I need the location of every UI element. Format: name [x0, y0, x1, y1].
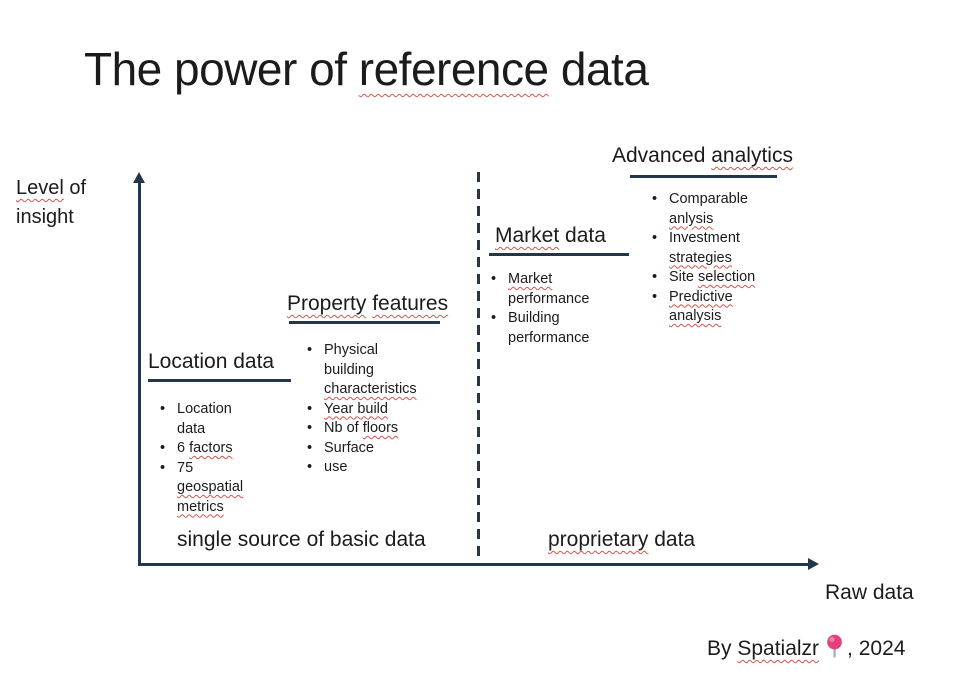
- round-pushpin-icon: [827, 634, 842, 658]
- list-item: Predictive analysis: [650, 288, 764, 327]
- list-item: 6 factors: [158, 439, 250, 459]
- bullet-list: Physical building characteristics Year b…: [305, 341, 428, 478]
- bullet-list: Location data 6 factors 75 geospatial me…: [158, 400, 250, 517]
- footer-year-text: , 2024: [847, 637, 906, 660]
- group-advanced-analytics: Advanced analytics Comparable anlysis In…: [612, 144, 827, 327]
- group-heading: Advanced analytics: [612, 144, 793, 167]
- heading-underline: [148, 379, 291, 382]
- list-item: Investment strategies: [650, 229, 764, 268]
- list-item: Physical building characteristics: [305, 341, 428, 400]
- group-market-data: Market data Market performance Building …: [487, 224, 647, 348]
- footer-credit: By Spatialzr , 2024: [707, 634, 905, 661]
- group-heading: Market data: [495, 224, 606, 247]
- y-axis-arrow: [133, 172, 145, 565]
- x-axis-title: Raw data: [825, 581, 914, 604]
- group-heading: Property features: [287, 292, 449, 315]
- right-zone-label: proprietary data: [548, 528, 696, 551]
- group-location-data: Location data Location data 6 factors 75…: [148, 350, 308, 517]
- list-item: 75 geospatial metrics: [158, 459, 250, 518]
- heading-underline: [289, 321, 440, 324]
- list-item: Market performance: [489, 270, 594, 309]
- dashed-divider-line: [477, 172, 480, 560]
- footer-by-text: By Spatialzr: [707, 637, 820, 660]
- bullet-list: Market performance Building performance: [489, 270, 594, 348]
- list-item: Surface: [305, 439, 428, 459]
- y-axis-label: Level of insight: [16, 177, 87, 228]
- list-item: Comparable anlysis: [650, 190, 764, 229]
- list-item: Location data: [158, 400, 250, 439]
- list-item: Site selection: [650, 268, 764, 288]
- group-property-features: Property features Physical building char…: [287, 292, 477, 478]
- list-item: use: [305, 458, 428, 478]
- group-heading: Location data: [148, 350, 275, 373]
- x-axis-arrow: [138, 558, 819, 570]
- heading-underline: [630, 175, 777, 178]
- left-zone-label: single source of basic data: [177, 528, 426, 551]
- slide-title: The power of reference data: [84, 43, 649, 95]
- list-item: Building performance: [489, 309, 594, 348]
- list-item: Nb of floors: [305, 419, 428, 439]
- bullet-list: Comparable anlysis Investment strategies…: [650, 190, 764, 327]
- heading-underline: [489, 253, 629, 256]
- list-item: Year build: [305, 400, 428, 420]
